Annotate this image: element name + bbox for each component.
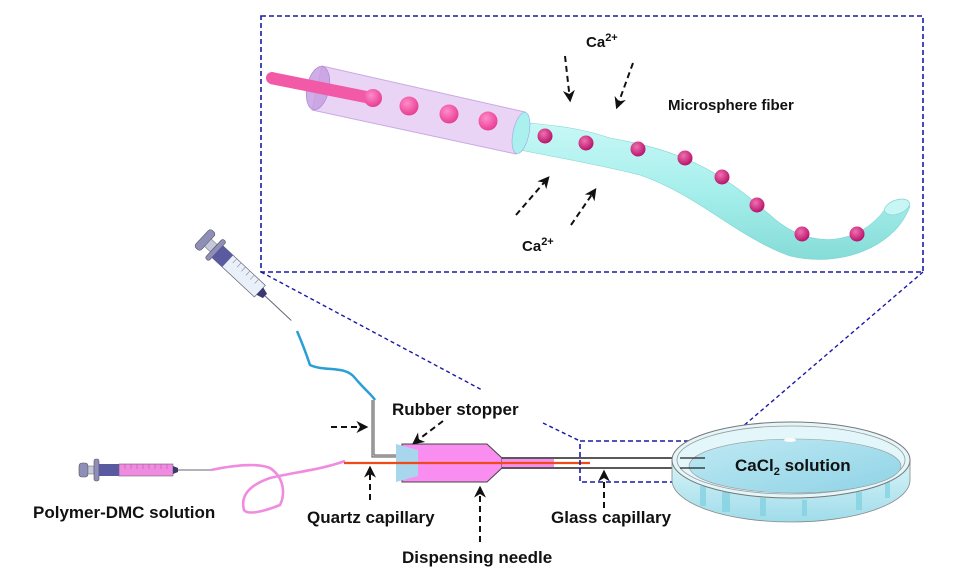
outer-tube — [305, 65, 531, 155]
ca-ion-label-top: Ca2+ — [586, 32, 618, 51]
syringe-top — [194, 229, 292, 321]
label-arrows — [331, 420, 610, 542]
pink-tubing — [210, 459, 346, 514]
inset-connector-right — [726, 271, 924, 441]
inset-panel: Ca2+ Ca2+ Microsphere fiber — [260, 15, 924, 442]
microsphere — [537, 128, 553, 144]
inset-connector-left-lower — [542, 422, 581, 442]
microsphere — [478, 111, 498, 131]
polymer-solution-label: Polymer-DMC solution — [33, 503, 215, 522]
zoom-region-box — [579, 440, 728, 483]
microsphere — [714, 169, 730, 185]
microsphere — [399, 96, 419, 116]
microsphere-fiber-label: Microsphere fiber — [668, 97, 794, 114]
microsphere — [749, 197, 765, 213]
dispensing-needle-label: Dispensing needle — [402, 548, 552, 567]
microfluidic-device — [344, 400, 705, 483]
ca-arrow-bottom-1 — [515, 176, 550, 216]
ca-ion-label-bottom: Ca2+ — [522, 236, 554, 255]
inset-border — [260, 15, 924, 273]
microsphere — [630, 141, 646, 157]
inner-rod — [266, 72, 382, 107]
ca-arrow-top-2 — [614, 62, 634, 110]
blue-tubing — [295, 330, 377, 401]
inset-connector-left — [260, 271, 483, 391]
ca-arrow-top-1 — [562, 55, 575, 103]
microsphere — [794, 226, 810, 242]
ca-arrows — [515, 55, 634, 226]
rubber-stopper-arrow — [412, 420, 444, 445]
glass-capillary-label: Glass capillary — [551, 508, 672, 527]
rubber-stopper-label: Rubber stopper — [392, 400, 519, 419]
microsphere — [849, 226, 865, 242]
ca-arrow-bottom-2 — [570, 188, 597, 226]
syringe-bottom — [78, 458, 211, 482]
petri-dish — [671, 421, 911, 523]
fiber-end — [884, 198, 910, 216]
fiber-microspheres — [537, 128, 865, 242]
quartz-capillary-label: Quartz capillary — [307, 508, 435, 527]
microsphere — [677, 150, 693, 166]
microsphere — [439, 104, 459, 124]
microsphere — [578, 135, 594, 151]
cacl2-solution-label: CaCl2 solution — [735, 456, 851, 478]
tube-microspheres — [399, 96, 498, 131]
